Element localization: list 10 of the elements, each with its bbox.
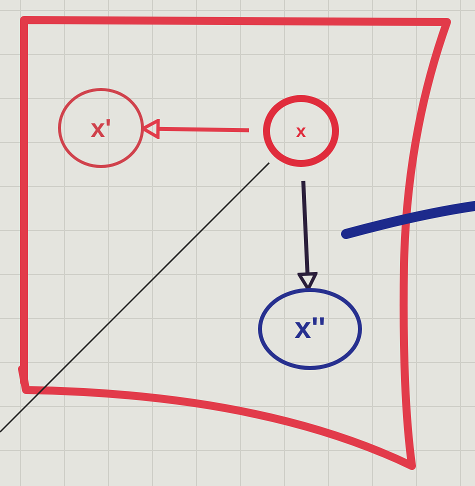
frame-outline [18, 16, 451, 470]
arrow [141, 118, 250, 139]
variable-circle [263, 95, 339, 167]
variable-circle [58, 88, 144, 168]
variable-label: x'' [294, 312, 326, 346]
line [0, 162, 270, 433]
arrow [298, 180, 318, 291]
variable-label: x' [90, 112, 112, 144]
variable-circle [258, 288, 362, 370]
variable-label: x [296, 120, 306, 142]
